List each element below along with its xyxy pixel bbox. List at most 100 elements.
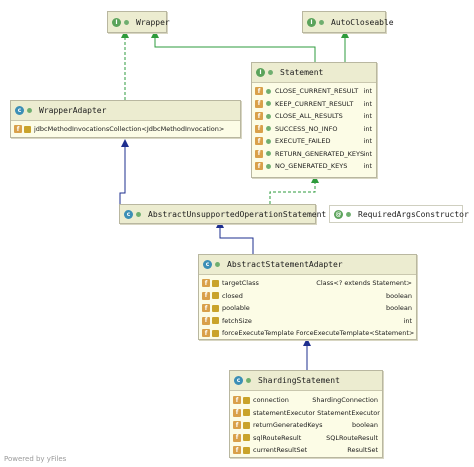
annotation-icon: @: [334, 209, 343, 219]
private-modifier-icon: [243, 434, 250, 442]
public-modifier-icon: [246, 378, 251, 383]
private-modifier-icon: [212, 304, 219, 312]
field-name: forceExecuteTemplate: [222, 329, 295, 338]
field-name: statementExecutor: [253, 408, 316, 417]
interface-icon: I: [256, 68, 265, 77]
field-icon: f: [233, 396, 241, 405]
field-type: boolean: [386, 304, 412, 313]
arrowhead-wrapper-a: [151, 30, 159, 38]
field-icon: f: [233, 421, 241, 430]
class-icon: c: [234, 376, 243, 385]
field-type: ForceExecuteTemplate<Statement>: [296, 329, 415, 338]
arrowhead-abstractstatementadapter: [303, 338, 311, 346]
field-icon: f: [233, 408, 241, 417]
class-icon: c: [15, 106, 24, 115]
public-modifier-icon: [266, 101, 271, 107]
field-type: Collection<JdbcMethodInvocation>: [109, 125, 225, 134]
field-icon: f: [255, 149, 263, 158]
public-modifier-icon: [124, 19, 129, 25]
public-modifier-icon: [319, 19, 324, 25]
field-type: int: [363, 149, 372, 158]
field-icon: f: [233, 446, 241, 455]
field-icon: f: [255, 162, 263, 171]
private-modifier-icon: [212, 292, 219, 300]
field-type: StatementExecutor: [317, 408, 380, 417]
field-row: f KEEP_CURRENT_RESULT int: [252, 98, 376, 111]
private-modifier-icon: [212, 329, 219, 337]
field-row: f CLOSE_CURRENT_RESULT int: [252, 85, 376, 98]
field-type: int: [363, 99, 372, 108]
field-type: int: [363, 124, 372, 133]
field-name: returnGeneratedKeys: [253, 421, 323, 430]
field-name: closed: [222, 291, 243, 300]
public-modifier-icon: [266, 113, 271, 119]
class-name: Statement: [280, 68, 324, 77]
arrowhead-wrapperadapter: [121, 139, 129, 147]
arrowhead-abstractunsupported: [216, 220, 224, 228]
field-name: poolable: [222, 304, 250, 313]
field-type: int: [363, 87, 372, 96]
private-modifier-icon: [243, 446, 250, 454]
private-modifier-icon: [243, 409, 250, 417]
field-name: NO_GENERATED_KEYS: [275, 162, 348, 171]
field-type: SQLRouteResult: [326, 433, 378, 442]
field-name: CLOSE_CURRENT_RESULT: [275, 87, 359, 96]
class-box-autocloseable[interactable]: I AutoCloseable: [302, 11, 394, 33]
class-name: WrapperAdapter: [39, 106, 107, 115]
private-modifier-icon: [243, 421, 250, 429]
public-modifier-icon: [266, 126, 271, 132]
field-icon: f: [14, 125, 22, 134]
field-type: int: [403, 316, 412, 325]
field-icon: f: [202, 304, 210, 313]
abstract-class-icon: c: [124, 209, 133, 219]
field-type: int: [363, 112, 372, 121]
field-icon: f: [202, 316, 210, 325]
field-name: SUCCESS_NO_INFO: [275, 124, 338, 133]
field-name: KEEP_CURRENT_RESULT: [275, 99, 354, 108]
private-modifier-icon: [212, 317, 219, 325]
edge-abstractunsupported-wrapperadapter: [119, 143, 126, 212]
class-box-abstractunsupportedoperationstatement[interactable]: c AbstractUnsupportedOperationStatement: [119, 204, 326, 224]
footer-credit: Powered by yFiles: [4, 455, 67, 463]
field-icon: f: [202, 279, 210, 288]
field-type: Class<? extends Statement>: [316, 279, 412, 288]
field-icon: f: [233, 433, 241, 442]
annotation-box-requiredargsconstructor[interactable]: @ RequiredArgsConstructor: [329, 205, 469, 223]
field-row: f NO_GENERATED_KEYS int: [252, 160, 376, 173]
arrowhead-statement: [311, 175, 319, 183]
public-modifier-icon: [215, 262, 220, 267]
field-name: connection: [253, 396, 289, 405]
class-name: AbstractStatementAdapter: [227, 260, 343, 269]
field-type: ResultSet: [347, 446, 378, 455]
field-icon: f: [255, 99, 263, 108]
class-box-wrapper[interactable]: I Wrapper: [107, 11, 170, 33]
field-icon: f: [255, 124, 263, 133]
field-list: f connection ShardingConnection f statement…: [230, 391, 382, 457]
arrowhead-autocloseable: [341, 30, 349, 38]
field-name: fetchSize: [222, 316, 252, 325]
field-icon: f: [255, 87, 263, 96]
field-type: ShardingConnection: [312, 396, 378, 405]
class-name: RequiredArgsConstructor: [358, 209, 469, 219]
field-type: int: [363, 162, 372, 171]
field-name: CLOSE_ALL_RESULTS: [275, 112, 343, 121]
field-row: f connection ShardingConnection: [230, 394, 382, 407]
public-modifier-icon: [346, 211, 351, 217]
field-name: EXECUTE_FAILED: [275, 137, 331, 146]
public-modifier-icon: [266, 163, 271, 169]
public-modifier-icon: [136, 211, 141, 217]
field-row: f poolable boolean: [199, 302, 416, 315]
